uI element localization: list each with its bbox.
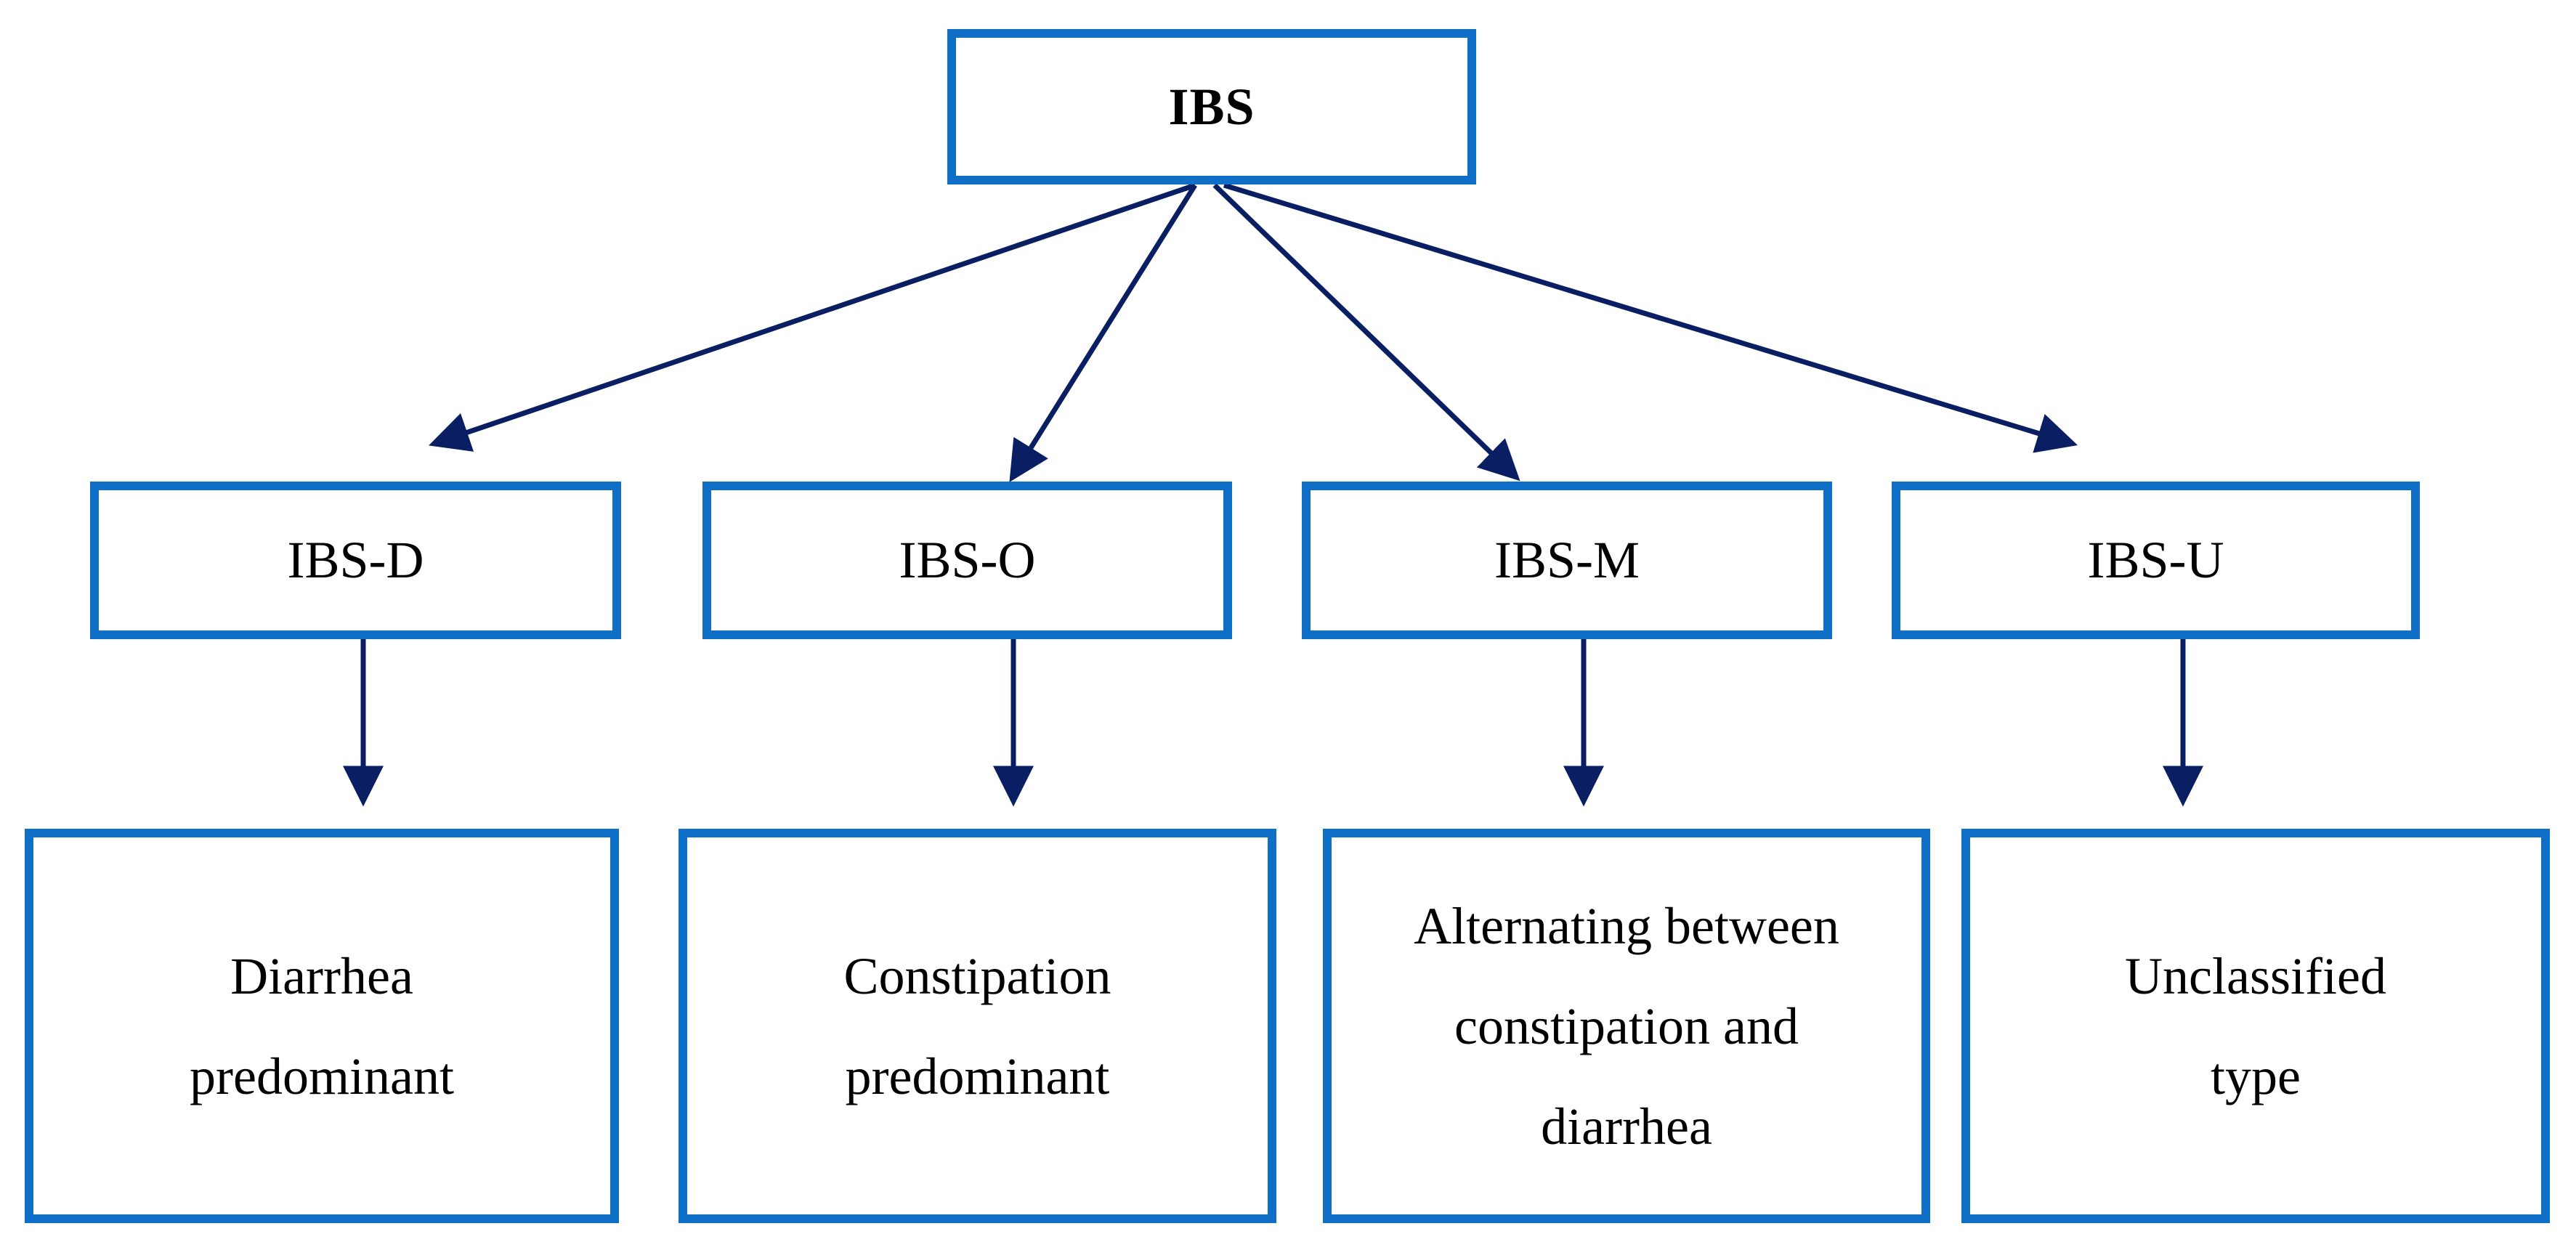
root-node-ibs: IBS: [947, 29, 1476, 184]
subtype-node-ibs-m: IBS-M: [1302, 482, 1832, 639]
root-node-label: IBS: [1168, 77, 1255, 136]
subtype-label-ibs-u: IBS-U: [2087, 531, 2224, 589]
description-line: Constipation: [843, 946, 1111, 1005]
description-line: predominant: [190, 1047, 454, 1105]
subtype-label-ibs-m: IBS-M: [1494, 531, 1640, 589]
arrow-ibs-to-ibs-o: [1009, 184, 1197, 482]
description-line: predominant: [845, 1047, 1110, 1105]
description-line: Unclassified: [2125, 946, 2386, 1005]
description-text-ibs-u: Unclassified type: [2125, 926, 2386, 1127]
description-node-ibs-d: Diarrhea predominant: [25, 829, 619, 1223]
description-line: Diarrhea: [230, 946, 413, 1005]
arrow-ibs-to-ibs-d: [429, 182, 1196, 452]
subtype-node-ibs-u: IBS-U: [1892, 482, 2420, 639]
subtype-node-ibs-d: IBS-D: [90, 482, 621, 639]
description-text-ibs-m: Alternating between constipation and dia…: [1414, 876, 1839, 1177]
description-line: Alternating between: [1414, 896, 1839, 955]
description-line: constipation and: [1454, 997, 1799, 1055]
description-node-ibs-o: Constipation predominant: [679, 829, 1276, 1223]
description-node-ibs-m: Alternating between constipation and dia…: [1323, 829, 1930, 1223]
subtype-label-ibs-o: IBS-O: [899, 531, 1036, 589]
description-text-ibs-o: Constipation predominant: [843, 926, 1111, 1127]
description-text-ibs-d: Diarrhea predominant: [190, 926, 454, 1127]
subtype-label-ibs-d: IBS-D: [287, 531, 424, 589]
description-node-ibs-u: Unclassified type: [1961, 829, 2550, 1223]
arrow-ibs-to-ibs-u: [1223, 182, 2078, 453]
description-line: type: [2211, 1047, 2301, 1105]
subtype-node-ibs-o: IBS-O: [702, 482, 1232, 639]
arrow-ibs-to-ibs-m: [1212, 183, 1520, 482]
description-line: diarrhea: [1541, 1097, 1712, 1156]
